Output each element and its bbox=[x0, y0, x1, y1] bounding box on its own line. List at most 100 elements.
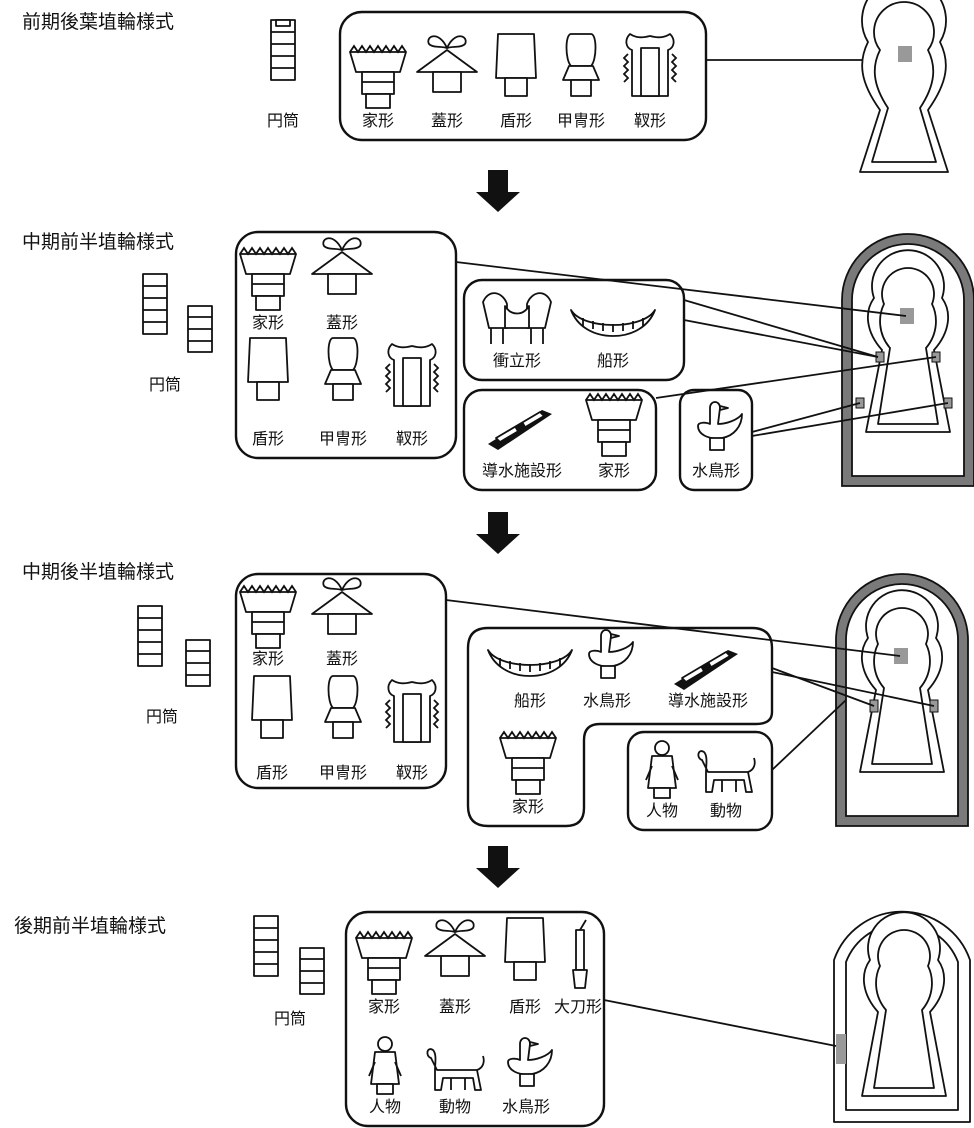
cylinder-icon bbox=[299, 947, 325, 995]
item-label: 人物 bbox=[646, 801, 678, 820]
item-label: 動物 bbox=[710, 801, 742, 820]
cylinder-icon bbox=[275, 19, 291, 27]
item-label: 家形 bbox=[368, 997, 400, 1016]
house-icon bbox=[499, 731, 557, 795]
cylinder-icon bbox=[253, 915, 279, 977]
armor-icon bbox=[324, 337, 362, 401]
item-label: 動物 bbox=[439, 1097, 471, 1116]
water-facility-icon bbox=[487, 409, 553, 451]
stage-title: 中期前半埴輪様式 bbox=[22, 231, 174, 253]
item-label: 蓋形 bbox=[326, 313, 358, 332]
cylinder-label: 円筒 bbox=[267, 111, 299, 130]
keyhole-tomb-icon bbox=[841, 233, 974, 487]
house-icon bbox=[239, 585, 297, 649]
animal-icon bbox=[697, 750, 756, 793]
stage-title: 中期後半埴輪様式 bbox=[22, 561, 174, 583]
item-label: 家形 bbox=[512, 797, 544, 816]
human-icon bbox=[645, 740, 679, 799]
haniwa-group-box bbox=[626, 730, 774, 832]
haniwa-group-box bbox=[234, 572, 448, 790]
item-label: 水鳥形 bbox=[692, 461, 740, 480]
item-label: 船形 bbox=[597, 351, 629, 370]
quiver-icon bbox=[385, 343, 439, 407]
quiver-icon bbox=[385, 679, 439, 743]
shield-icon bbox=[495, 33, 537, 97]
item-label: 家形 bbox=[252, 313, 284, 332]
cylinder-label: 円筒 bbox=[146, 707, 178, 726]
item-label: 導水施設形 bbox=[668, 691, 748, 710]
house-icon bbox=[349, 45, 407, 109]
placement-marker bbox=[894, 648, 908, 664]
parasol-icon bbox=[416, 35, 478, 93]
waterbird-icon bbox=[697, 401, 743, 451]
armor-icon bbox=[324, 675, 362, 739]
boat-icon bbox=[487, 649, 573, 677]
item-label: 導水施設形 bbox=[482, 461, 562, 480]
parasol-icon bbox=[311, 577, 373, 635]
keyhole-tomb-icon bbox=[859, 0, 949, 173]
cylinder-label: 円筒 bbox=[274, 1009, 306, 1028]
item-label: 蓋形 bbox=[439, 997, 471, 1016]
item-label: 靫形 bbox=[396, 429, 428, 448]
stage-title: 前期後葉埴輪様式 bbox=[22, 11, 174, 33]
parasol-icon bbox=[424, 919, 486, 977]
placement-marker bbox=[900, 308, 914, 324]
water-facility-icon bbox=[673, 649, 739, 691]
quiver-icon bbox=[623, 33, 677, 97]
human-icon bbox=[368, 1036, 402, 1095]
keyhole-tomb-icon bbox=[833, 910, 971, 1123]
item-label: 家形 bbox=[252, 649, 284, 668]
arrow-down-icon bbox=[476, 170, 520, 212]
item-label: 盾形 bbox=[252, 429, 284, 448]
item-label: 水鳥形 bbox=[583, 691, 631, 710]
haniwa-group-box bbox=[462, 278, 686, 382]
item-label: 盾形 bbox=[500, 111, 532, 130]
item-label: 甲冑形 bbox=[319, 763, 367, 782]
arrow-down-icon bbox=[476, 846, 520, 888]
item-label: 衝立形 bbox=[493, 351, 541, 370]
haniwa-group-box bbox=[462, 388, 658, 492]
item-label: 甲冑形 bbox=[319, 429, 367, 448]
shield-icon bbox=[251, 675, 293, 739]
haniwa-group-box bbox=[344, 910, 606, 1128]
item-label: 盾形 bbox=[256, 763, 288, 782]
house-icon bbox=[585, 393, 643, 457]
cylinder-icon bbox=[137, 605, 163, 667]
item-label: 靫形 bbox=[634, 111, 666, 130]
item-label: 蓋形 bbox=[326, 649, 358, 668]
arrow-down-icon bbox=[476, 512, 520, 554]
item-label: 盾形 bbox=[509, 997, 541, 1016]
item-label: 甲冑形 bbox=[557, 111, 605, 130]
cylinder-label: 円筒 bbox=[149, 375, 181, 394]
item-label: 蓋形 bbox=[431, 111, 463, 130]
waterbird-icon bbox=[588, 629, 634, 679]
stage-1: 前期後葉埴輪様式 円筒 家形 蓋形 盾形 甲冑形 靫形 bbox=[22, 0, 949, 173]
item-label: 人物 bbox=[369, 1097, 401, 1116]
placement-marker bbox=[898, 46, 912, 62]
item-label: 家形 bbox=[598, 461, 630, 480]
parasol-icon bbox=[311, 237, 373, 295]
cylinder-icon bbox=[187, 305, 213, 353]
cylinder-icon bbox=[142, 273, 168, 335]
animal-icon bbox=[426, 1048, 485, 1091]
screen-icon bbox=[482, 292, 552, 345]
shield-icon bbox=[247, 337, 289, 401]
stage-3: 中期後半埴輪様式 円筒 家形 蓋形 盾形 甲冑形 靫形 船形 水鳥形 導水施設形… bbox=[22, 561, 969, 832]
armor-icon bbox=[562, 33, 600, 97]
item-label: 船形 bbox=[514, 691, 546, 710]
cylinder-icon bbox=[185, 639, 211, 687]
stage-4: 後期前半埴輪様式 円筒 家形 蓋形 盾形 大刀形 人物 動物 水鳥形 bbox=[14, 910, 971, 1128]
stage-title: 後期前半埴輪様式 bbox=[14, 915, 166, 937]
item-label: 家形 bbox=[362, 111, 394, 130]
item-label: 靫形 bbox=[396, 763, 428, 782]
item-label: 大刀形 bbox=[554, 997, 602, 1016]
item-label: 水鳥形 bbox=[502, 1097, 550, 1116]
cylinder-icon bbox=[270, 19, 296, 81]
sword-icon bbox=[572, 919, 588, 989]
placement-marker bbox=[836, 1034, 846, 1064]
haniwa-group-box bbox=[234, 230, 458, 460]
house-icon bbox=[239, 247, 297, 311]
stage-2: 中期前半埴輪様式 円筒 家形 蓋形 盾形 甲冑形 靫形 衝立形 船形 導水施設形… bbox=[22, 230, 974, 492]
shield-icon bbox=[504, 917, 546, 981]
